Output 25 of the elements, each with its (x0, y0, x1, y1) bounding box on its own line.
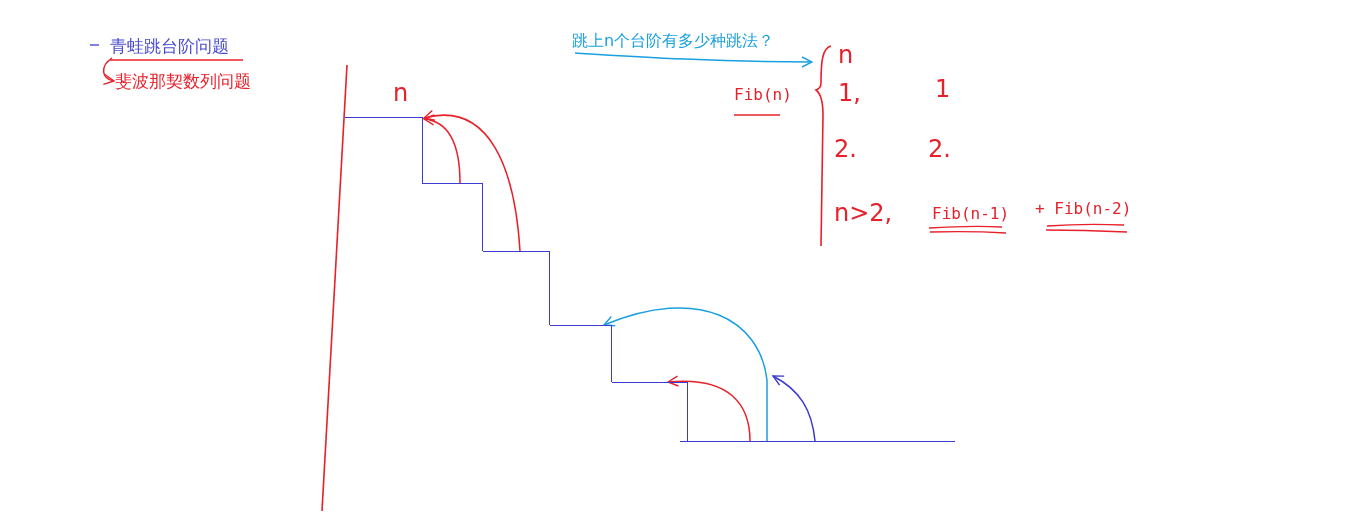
formula-text: Fib(n-1) (932, 204, 1010, 224)
arrow (667, 375, 751, 442)
case-label: 2. (834, 136, 857, 162)
arrow (423, 110, 521, 252)
step-label: n (393, 80, 409, 106)
case-label: n (838, 42, 854, 68)
case-value: 2. (928, 136, 951, 162)
stair-step (422, 183, 483, 251)
arrow (574, 52, 813, 68)
case-value: 1 (935, 76, 951, 102)
stair-step (612, 382, 688, 442)
question-text: 跳上n个台阶有多少种跳法？ (572, 30, 775, 51)
stair-step (550, 325, 612, 382)
stair-step (483, 251, 550, 325)
case-label: n>2, (834, 200, 893, 226)
arrow (423, 114, 461, 184)
arrow (603, 307, 768, 442)
subtitle-text: 斐波那契数列问题 (115, 70, 251, 92)
formula-text: + Fib(n-2) (1035, 199, 1132, 219)
formula-text: Fib(n) (734, 85, 792, 105)
arrow (102, 57, 115, 85)
arrow (772, 375, 816, 442)
case-label: 1, (838, 80, 861, 106)
ground-line (680, 441, 955, 442)
title-text: 青蛙跳台阶问题 (110, 35, 229, 57)
